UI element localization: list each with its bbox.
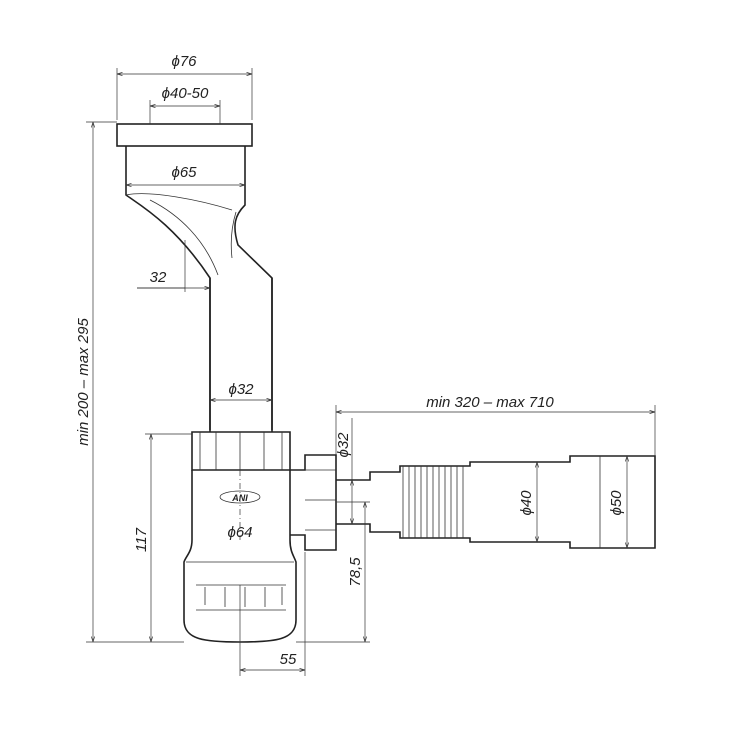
label-d40: ϕ40 bbox=[518, 490, 535, 516]
label-length-range: min 320 – max 710 bbox=[426, 394, 554, 411]
top-flange bbox=[116, 123, 253, 147]
oblique-cut bbox=[125, 193, 237, 276]
label-w55: 55 bbox=[280, 651, 297, 668]
label-d50: ϕ50 bbox=[608, 490, 625, 516]
label-d64: ϕ64 bbox=[227, 524, 252, 541]
label-h78-5: 78,5 bbox=[347, 557, 364, 587]
label-d65: ϕ65 bbox=[171, 164, 197, 181]
outlet-collar bbox=[290, 454, 337, 551]
label-d76: ϕ76 bbox=[171, 53, 197, 70]
upper-cup bbox=[125, 146, 273, 430]
label-w32: 32 bbox=[150, 269, 167, 286]
dimension-lines bbox=[86, 68, 656, 676]
label-d32-outlet: ϕ32 bbox=[335, 432, 352, 458]
label-d40-50: ϕ40-50 bbox=[162, 85, 209, 102]
siphon-outline bbox=[116, 123, 656, 643]
dimension-labels: ϕ76 ϕ40-50 ϕ65 32 ϕ32 min 200 – max 295 … bbox=[75, 53, 625, 668]
label-d32-tube: ϕ32 bbox=[228, 381, 254, 398]
label-h117: 117 bbox=[133, 527, 150, 552]
outlet-tube bbox=[336, 455, 656, 549]
label-height-range: min 200 – max 295 bbox=[75, 318, 92, 446]
union-nut bbox=[191, 431, 291, 471]
